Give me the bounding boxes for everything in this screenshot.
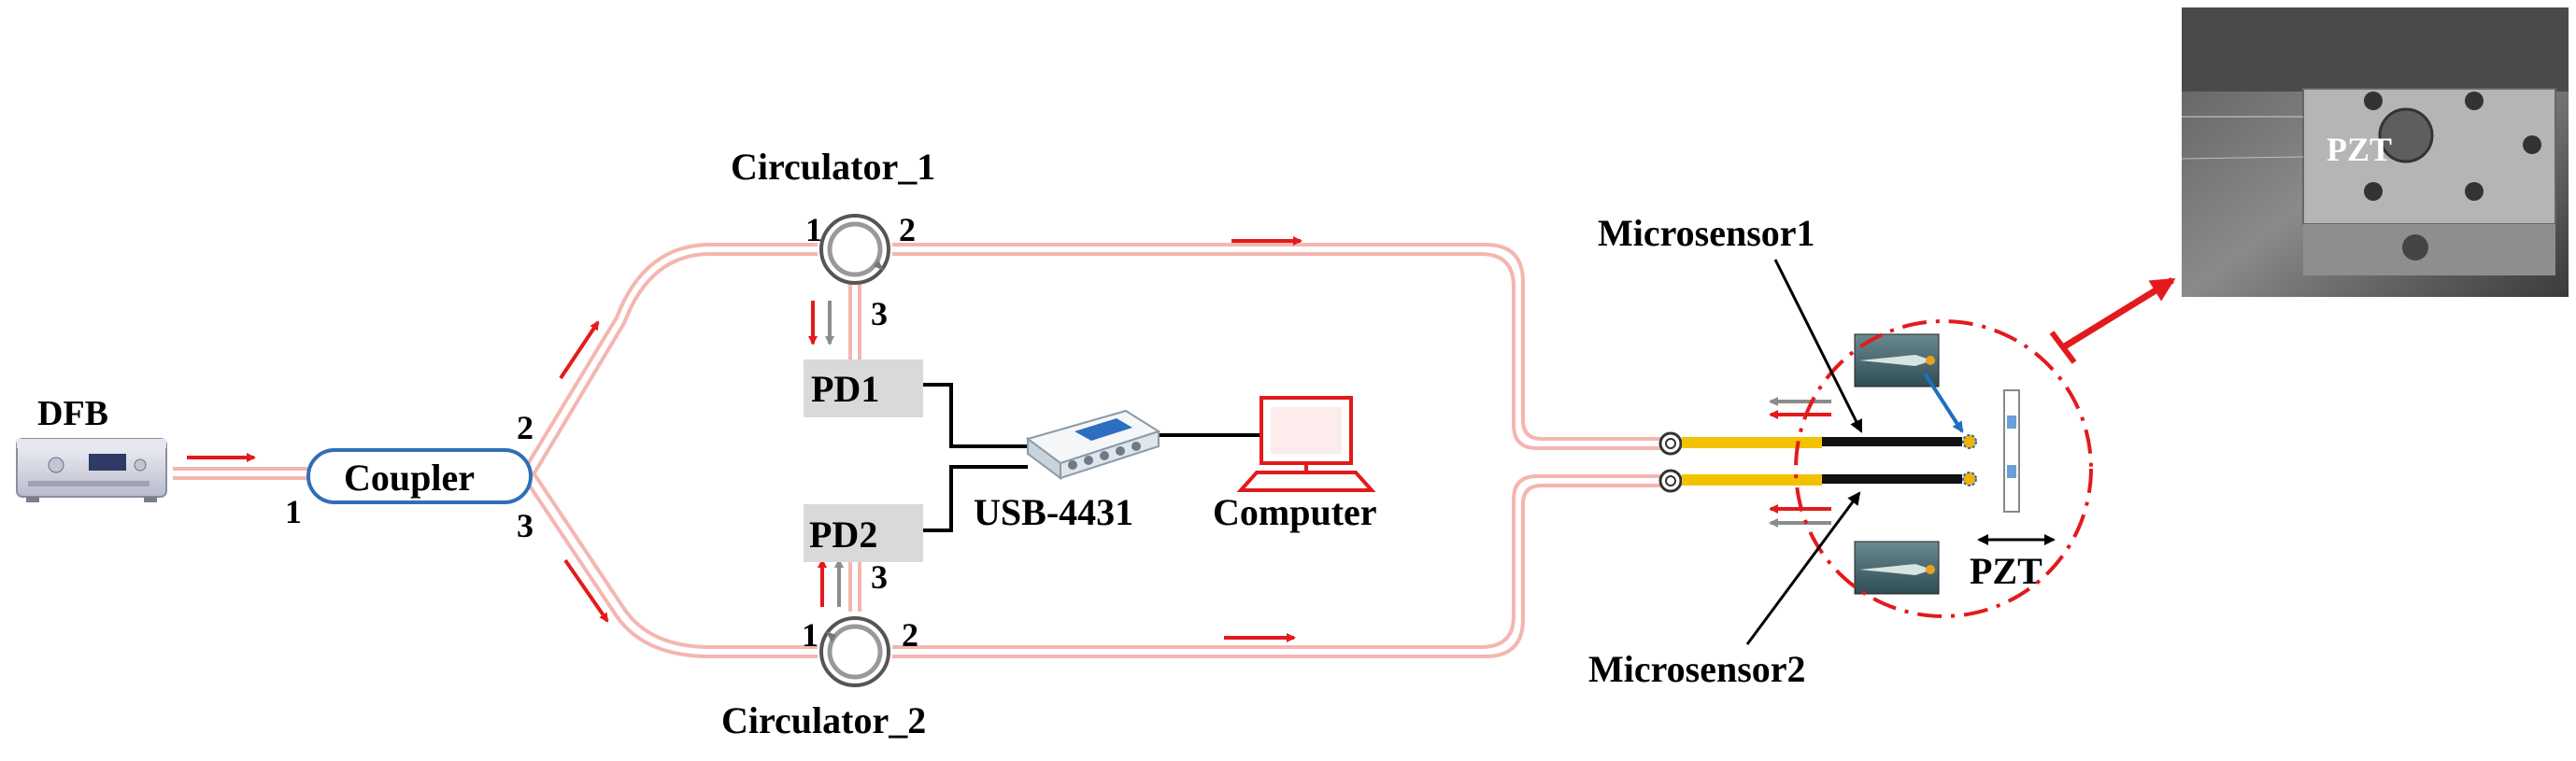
circulator-1: Circulator_1 1 2 3 bbox=[731, 146, 935, 332]
pd2-label: PD2 bbox=[809, 514, 877, 556]
sensor1-fiber bbox=[1822, 437, 1962, 446]
coupler-port3-label: 3 bbox=[517, 507, 534, 544]
computer-keyboard bbox=[1236, 471, 1376, 492]
circulator-2-port3-label: 3 bbox=[871, 558, 888, 596]
fiber-circ2-pd2 bbox=[848, 553, 861, 612]
circulator-1-port1-label: 1 bbox=[805, 211, 822, 248]
coupler-label: Coupler bbox=[344, 457, 475, 499]
dfb-label: DFB bbox=[37, 394, 108, 433]
fiber-circ2-sensor2 bbox=[892, 474, 1663, 658]
fiber-network bbox=[173, 243, 1663, 658]
microsensor1-leader bbox=[1773, 259, 1863, 433]
pzt-photo: PZT bbox=[2181, 7, 2569, 297]
circulator-2: Circulator_2 1 2 3 bbox=[721, 558, 926, 741]
fiber-circ1-pd1 bbox=[848, 280, 861, 359]
sensor1-tip bbox=[1962, 434, 1977, 449]
circulator-1-port3-label: 3 bbox=[871, 295, 888, 332]
sensor2-jacket bbox=[1682, 474, 1822, 486]
arrow-upper-branch bbox=[559, 320, 600, 380]
microsensor2-label: Microsensor2 bbox=[1588, 648, 1806, 690]
computer-label: Computer bbox=[1213, 491, 1377, 533]
circulator-1-port2-label: 2 bbox=[899, 211, 916, 248]
pzt-block bbox=[2302, 88, 2556, 225]
coupler-port2-label: 2 bbox=[517, 409, 534, 446]
fiber-dfb-coupler bbox=[173, 467, 308, 480]
coupler-port1-label: 1 bbox=[285, 493, 302, 530]
fiber-circ1-sensor1 bbox=[892, 243, 1663, 450]
usb-4431-daq: USB-4431 bbox=[974, 409, 1161, 533]
pd1-box bbox=[804, 359, 923, 417]
pzt-plate bbox=[2003, 389, 2020, 513]
fiber-coupler-circ2 bbox=[521, 470, 818, 658]
cable-pd1-daq bbox=[923, 383, 1028, 448]
pzt-label: PZT bbox=[1970, 550, 2042, 592]
daq-label: USB-4431 bbox=[974, 491, 1133, 533]
microsensor1-label: Microsensor1 bbox=[1598, 212, 1815, 254]
pzt-photo-label: PZT bbox=[2327, 131, 2392, 168]
fiber-coupler-circ1 bbox=[521, 243, 818, 478]
sensor2-tip bbox=[1962, 472, 1977, 486]
cable-pd2-daq bbox=[923, 465, 1028, 532]
pd2-box bbox=[804, 504, 923, 562]
sensor2-fiber bbox=[1822, 474, 1962, 484]
circulator-2-port2-label: 2 bbox=[902, 616, 918, 654]
dfb-laser: DFB bbox=[16, 394, 167, 502]
sensor1-jacket bbox=[1682, 437, 1822, 448]
pd1: PD1 bbox=[804, 359, 923, 417]
electrical-cables bbox=[923, 383, 1261, 532]
pd2: PD2 bbox=[804, 504, 923, 562]
dfb-display bbox=[89, 454, 126, 471]
arrow-lower-branch bbox=[563, 558, 609, 623]
micrograph-2 bbox=[1854, 541, 1940, 595]
circulator-1-label: Circulator_1 bbox=[731, 146, 935, 188]
zoom-pointer bbox=[2061, 277, 2176, 350]
circulator-2-port1-label: 1 bbox=[802, 616, 818, 654]
circulator-2-label: Circulator_2 bbox=[721, 699, 926, 741]
coupler-body bbox=[306, 448, 533, 504]
computer: Computer bbox=[1213, 396, 1377, 533]
pd1-label: PD1 bbox=[811, 368, 879, 410]
coupler: Coupler 1 2 3 bbox=[285, 409, 534, 544]
sensor-region: PZT Microsensor1 Microsensor2 bbox=[1588, 212, 2176, 690]
microsensor2-leader bbox=[1745, 491, 1861, 645]
sensor-zoom-circle bbox=[1794, 319, 2093, 618]
